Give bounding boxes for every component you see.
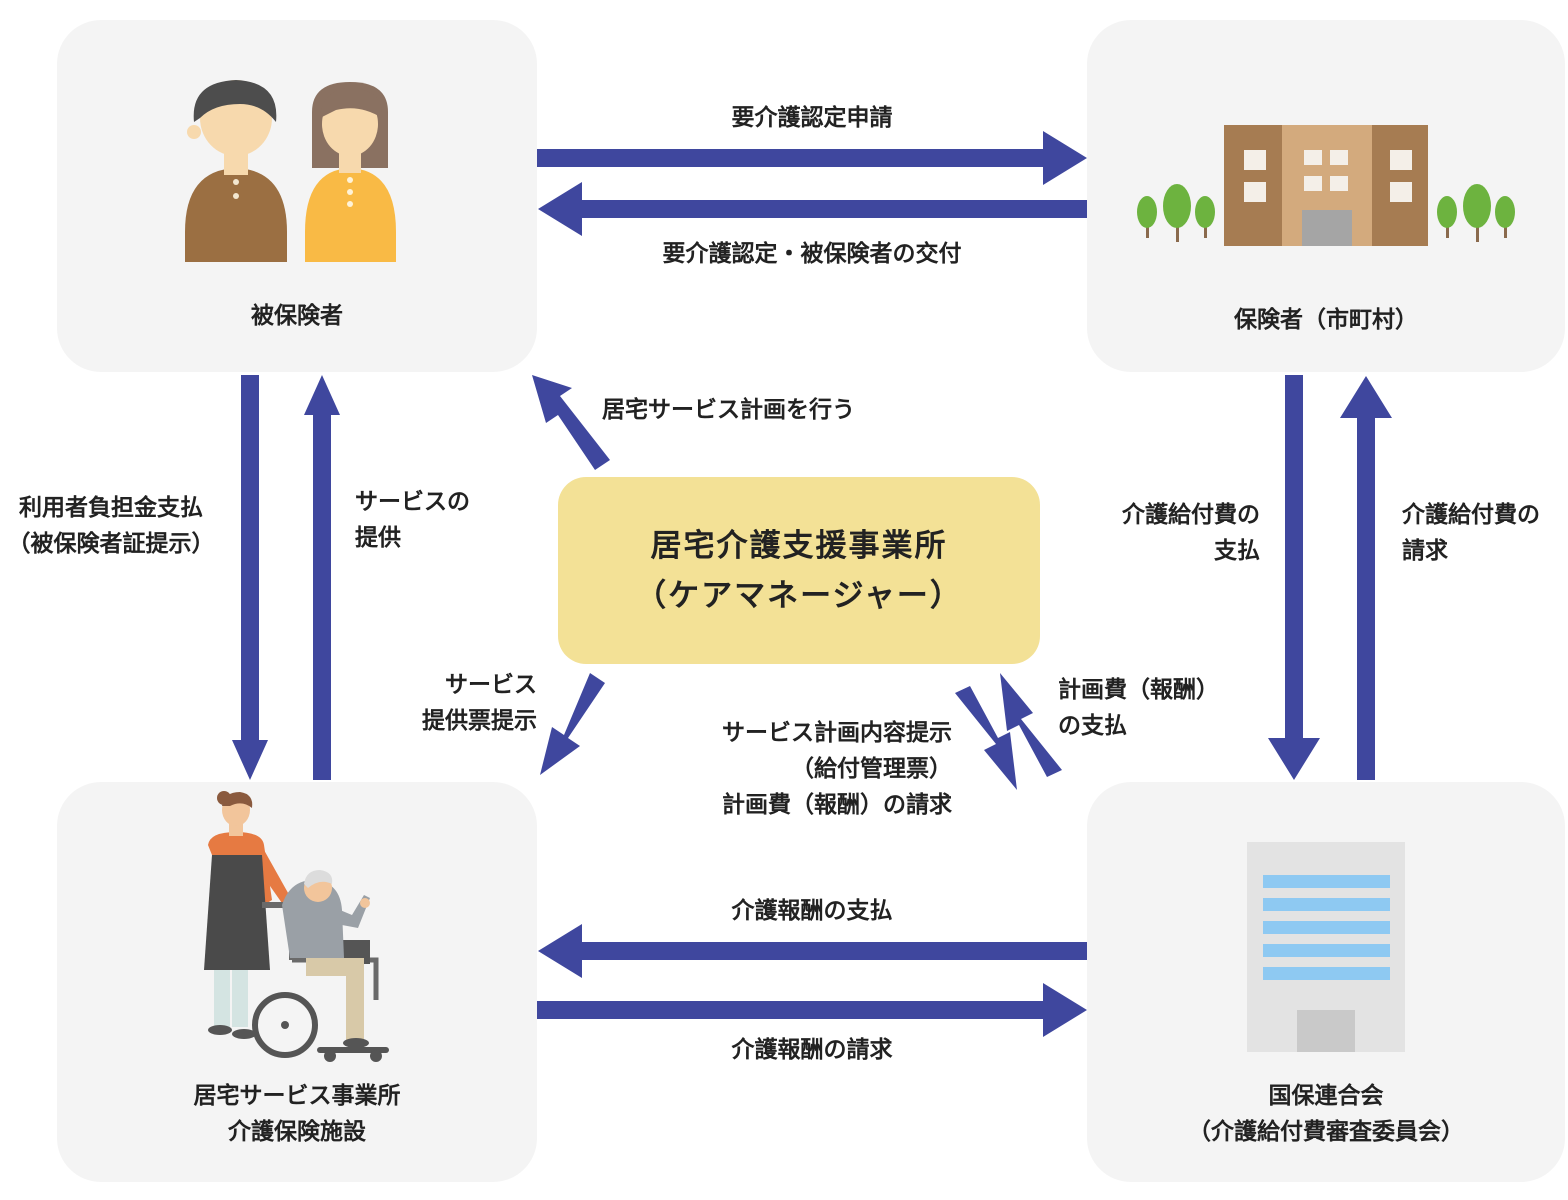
flow-benefit-payment-line2: 支払 xyxy=(1214,538,1260,564)
flow-fee-payment: 介護報酬の支払 xyxy=(731,898,893,924)
flow-care-plan: 居宅サービス計画を行う xyxy=(602,397,855,423)
arrow-cert-issue xyxy=(538,182,1087,236)
arrow-fee-claim xyxy=(537,983,1087,1037)
arrow-benefit-claim xyxy=(1340,376,1392,780)
flow-voucher-line2: 提供票提示 xyxy=(422,708,537,734)
kokuho-label-line2: （介護給付費審査委員会） xyxy=(1188,1119,1464,1145)
flow-care-cert-issue: 要介護認定・被保険者の交付 xyxy=(662,241,962,267)
arrow-benefit-payment xyxy=(1268,375,1320,780)
flow-plan-fee-line1: 計画費（報酬） xyxy=(1058,677,1219,703)
flow-voucher-presentation: サービス 提供票提示 xyxy=(340,667,537,739)
flow-benefit-claim-line1: 介護給付費の xyxy=(1402,502,1540,528)
flow-plan-submission-line3: 計画費（報酬）の請求 xyxy=(722,792,952,818)
provider-label-line1: 居宅サービス事業所 xyxy=(193,1083,401,1109)
arrow-plan-submission xyxy=(955,686,1017,790)
arrows xyxy=(232,131,1392,1037)
arrow-application xyxy=(537,131,1087,185)
flow-service-provision-line1: サービスの xyxy=(355,489,470,515)
provider-label-line2: 介護保険施設 xyxy=(228,1119,366,1145)
municipal-building-icon xyxy=(1224,125,1428,246)
insured-label: 被保険者 xyxy=(251,303,343,329)
flow-plan-fee-line2: の支払 xyxy=(1058,713,1127,739)
arrow-care-plan xyxy=(532,375,610,470)
office-building-icon xyxy=(1247,842,1405,1052)
provider-label: 居宅サービス事業所 介護保険施設 xyxy=(57,1078,537,1150)
flow-plan-fee-payment: 計画費（報酬） の支払 xyxy=(1058,672,1219,744)
flow-plan-submission-line2: （給付管理票） xyxy=(791,756,952,782)
care-manager-box: 居宅介護支援事業所 （ケアマネージャー） xyxy=(558,477,1040,664)
arrow-user-payment xyxy=(232,375,268,780)
insured-box xyxy=(57,20,537,372)
flow-user-payment-line2: （被保険者証提示） xyxy=(7,531,215,557)
flow-service-provision-line2: 提供 xyxy=(355,525,401,551)
flow-plan-submission: サービス計画内容提示 （給付管理票） 計画費（報酬）の請求 xyxy=(640,715,952,823)
kokuho-label-line1: 国保連合会 xyxy=(1268,1083,1384,1109)
care-manager-subtitle: （ケアマネージャー） xyxy=(635,577,963,614)
trees-left-icon xyxy=(1137,184,1215,242)
flow-care-cert-application: 要介護認定申請 xyxy=(731,105,893,131)
care-manager-title: 居宅介護支援事業所 xyxy=(650,527,948,564)
arrow-fee-payment xyxy=(538,924,1087,978)
flow-service-provision: サービスの 提供 xyxy=(355,484,470,556)
insurer-label: 保険者（市町村） xyxy=(1234,307,1418,333)
flow-benefit-claim: 介護給付費の 請求 xyxy=(1402,497,1540,569)
flow-plan-submission-line1: サービス計画内容提示 xyxy=(722,720,952,746)
flow-fee-claim: 介護報酬の請求 xyxy=(731,1037,893,1063)
flow-benefit-payment-line1: 介護給付費の xyxy=(1122,502,1260,528)
arrow-plan-fee-payment xyxy=(1000,673,1062,777)
trees-right-icon xyxy=(1437,184,1515,242)
arrow-service-provision xyxy=(304,375,340,780)
flow-voucher-line1: サービス xyxy=(445,672,537,698)
kokuho-label: 国保連合会 （介護給付費審査委員会） xyxy=(1087,1078,1565,1150)
caregiver-wheelchair-icon xyxy=(204,791,389,1062)
flow-benefit-claim-line2: 請求 xyxy=(1402,538,1448,564)
flow-user-payment: 利用者負担金支払 （被保険者証提示） xyxy=(0,490,222,562)
provider-box xyxy=(57,782,537,1182)
flow-user-payment-line1: 利用者負担金支払 xyxy=(19,495,203,521)
arrow-voucher xyxy=(540,673,605,775)
insured-couple-icon xyxy=(185,80,396,262)
flow-benefit-payment: 介護給付費の 支払 xyxy=(1060,497,1260,569)
